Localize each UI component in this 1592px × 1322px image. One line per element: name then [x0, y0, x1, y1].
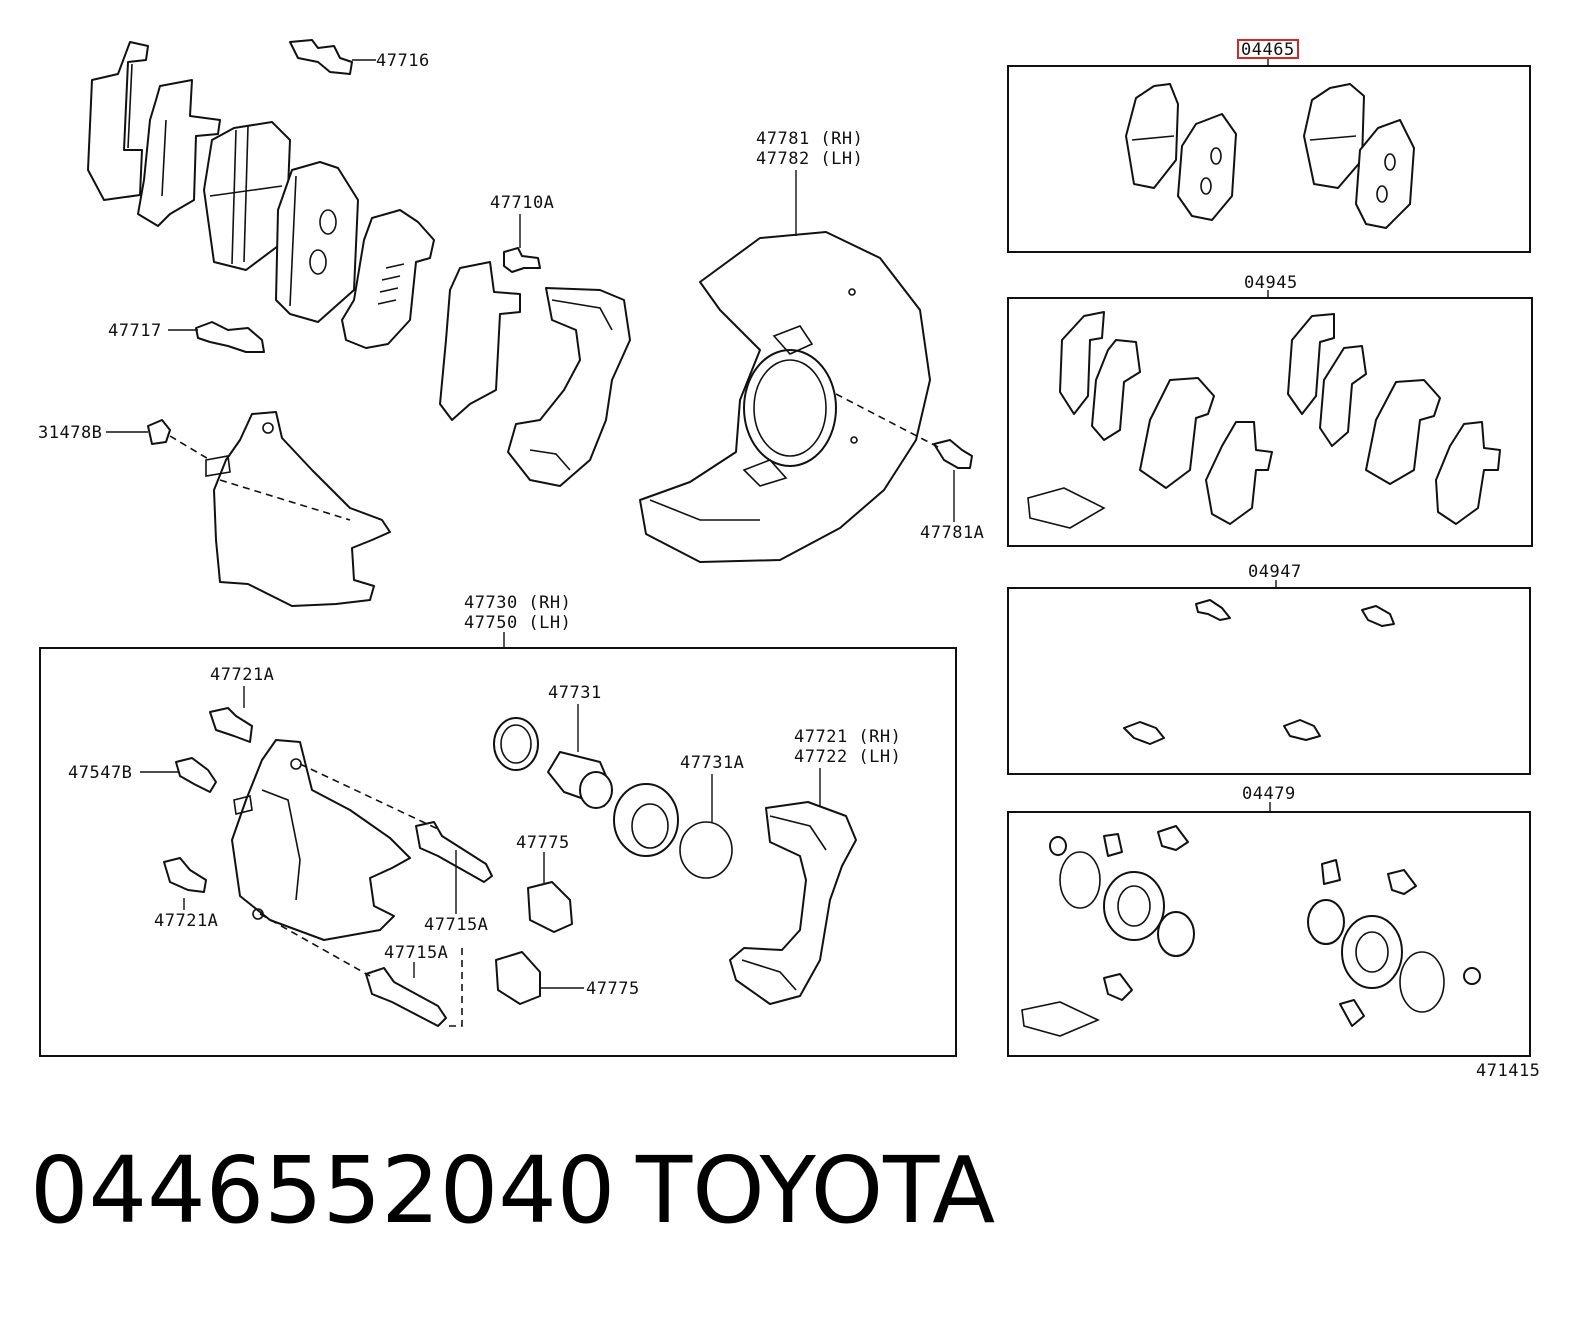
- piston-47731: [547, 751, 613, 809]
- diagram-reference-number: 471415: [1476, 1061, 1540, 1081]
- bolt-47721A-top: [209, 707, 253, 743]
- label-47715A-top: 47715A: [424, 915, 488, 935]
- bushing-47775-top: [527, 881, 573, 933]
- pad-kit-highlight: [1237, 39, 1299, 59]
- label-47721A-top: 47721A: [210, 665, 274, 685]
- slide-pin-upper: [415, 821, 493, 883]
- label-47731: 47731: [548, 683, 602, 703]
- piston-seal-ring: [493, 717, 539, 771]
- caliper-cylinder-upper: [205, 411, 391, 607]
- inner-shim-left: [137, 79, 221, 227]
- bolt-47781A: [933, 439, 973, 469]
- label-47782-lh: 47782 (LH): [756, 149, 863, 169]
- set-ring-47731A: [679, 821, 733, 879]
- label-47722-lh: 47722 (LH): [794, 747, 901, 767]
- label-47750-lh: 47750 (LH): [464, 613, 571, 633]
- shim-kit-left: [1027, 311, 1273, 529]
- label-47716: 47716: [376, 51, 430, 71]
- piston-boot: [613, 783, 679, 857]
- pad-support-plate: [439, 261, 521, 421]
- label-04465[interactable]: 04465: [1241, 40, 1295, 60]
- pad-kit-left: [1125, 83, 1237, 221]
- label-47775-bottom: 47775: [586, 979, 640, 999]
- label-47721-rh: 47721 (RH): [794, 727, 901, 747]
- pad-kit-right: [1303, 83, 1415, 229]
- assembly-guide-lines: [259, 763, 463, 1027]
- bolt-47710A: [503, 247, 541, 273]
- clip-47716: [289, 39, 353, 75]
- cylinder-kit-box: [1007, 811, 1531, 1057]
- label-04945: 04945: [1244, 273, 1298, 293]
- shim-kit-right: [1287, 313, 1501, 525]
- slide-pin-lower: [365, 967, 447, 1027]
- label-47781-rh: 47781 (RH): [756, 129, 863, 149]
- label-47781A: 47781A: [920, 523, 984, 543]
- bushing-47775-bottom: [495, 951, 541, 1005]
- mounting-bracket-upper: [507, 287, 631, 487]
- clip-kit-parts: [1123, 599, 1395, 745]
- bleeder-cap-31478B: [147, 419, 171, 445]
- cylinder-kit-right: [1307, 859, 1481, 1027]
- label-47731A: 47731A: [680, 753, 744, 773]
- bolt-47721A-bottom: [163, 857, 207, 893]
- anti-squeal-shim: [341, 209, 435, 349]
- brake-pad-outer: [203, 121, 291, 271]
- brake-pad-inner: [275, 161, 359, 323]
- mounting-bracket-47721: [729, 801, 857, 1005]
- label-04479: 04479: [1242, 784, 1296, 804]
- label-47547B: 47547B: [68, 763, 132, 783]
- clip-kit-box: [1007, 587, 1531, 775]
- label-47730-rh: 47730 (RH): [464, 593, 571, 613]
- label-04947: 04947: [1248, 562, 1302, 582]
- disc-brake-dust-cover: [639, 231, 931, 563]
- leader-lines: [106, 58, 1277, 989]
- pad-kit-box: [1007, 65, 1531, 253]
- label-47715A-bottom: 47715A: [384, 943, 448, 963]
- label-47775-top: 47775: [516, 833, 570, 853]
- caliper-assy-box: [39, 647, 957, 1057]
- part-number-caption: 0446552040: [30, 1137, 615, 1244]
- cylinder-kit-left: [1021, 825, 1195, 1037]
- brand-caption: TOYOTA: [635, 1137, 995, 1244]
- label-47717: 47717: [108, 321, 162, 341]
- outer-shim-left: [87, 41, 149, 201]
- clip-47717: [195, 321, 265, 353]
- label-47710A: 47710A: [490, 193, 554, 213]
- label-47721A-bottom: 47721A: [154, 911, 218, 931]
- bleeder-plug-47547B: [175, 757, 217, 793]
- label-31478B: 31478B: [38, 423, 102, 443]
- caliper-body: [231, 739, 411, 941]
- shim-kit-box: [1007, 297, 1533, 547]
